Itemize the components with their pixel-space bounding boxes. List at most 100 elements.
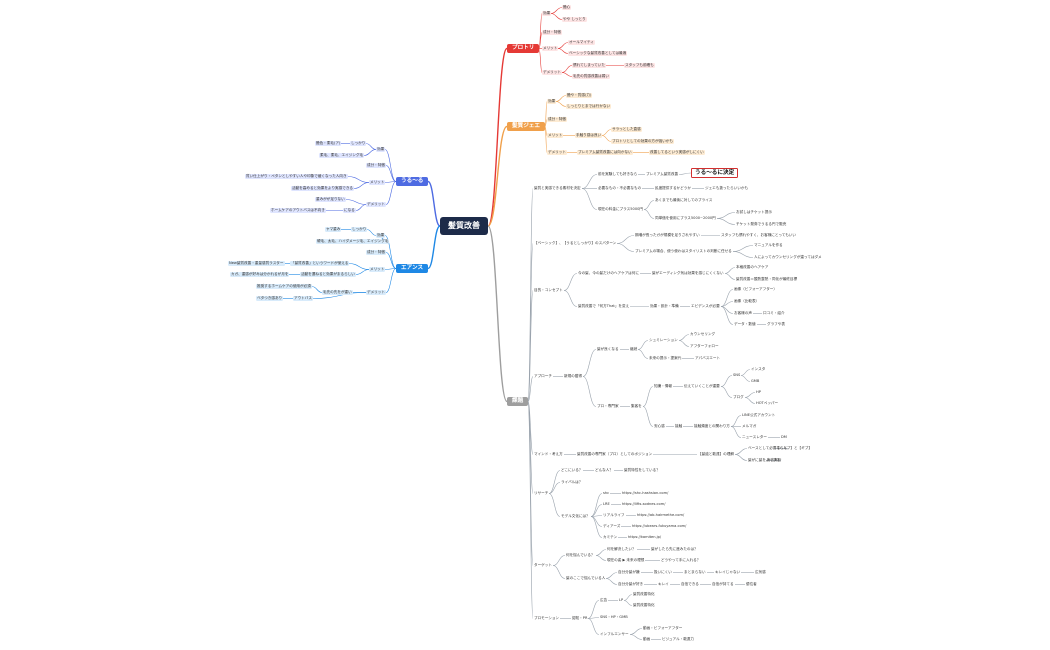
approach-b1a1b2[interactable]: HOTペッパー: [756, 401, 779, 405]
promo-d2a[interactable]: ビジュアル・敢遠力: [662, 637, 694, 641]
need-a1[interactable]: プレミアム髪質改善: [646, 172, 679, 176]
gel-demerit-1[interactable]: プレミアム髪質改善には向かない: [577, 150, 633, 155]
ruru-merit[interactable]: メリット: [369, 180, 386, 185]
gel-merit[interactable]: メリット: [547, 133, 564, 138]
protori-merit[interactable]: メリット: [542, 46, 559, 51]
essence-effect-1[interactable]: ヤマ重み: [325, 227, 342, 232]
promo-b1[interactable]: LP: [619, 598, 624, 602]
concept-b2d[interactable]: データ・数値: [734, 322, 756, 326]
issue-need[interactable]: 髪質と実感できる素材を決定: [534, 186, 581, 190]
ruru-demerit-1[interactable]: 重みがが足りない: [315, 197, 346, 202]
research-c2[interactable]: LRE: [603, 502, 610, 506]
essence-effect-2[interactable]: 硬毛、太毛、ハイダメージ毛、エイジング毛: [316, 239, 390, 244]
concept-a1[interactable]: 髪がエーディング気は効果を感じにくくない: [652, 271, 724, 275]
gel-ingredient[interactable]: 成分・特徴: [547, 117, 567, 122]
need-b1b[interactable]: ジェエも扱ったらいいかも: [705, 186, 749, 190]
promo-d2[interactable]: 動画: [643, 637, 651, 641]
essence-merit-2b[interactable]: 活動を選ねると効果がまるらしい: [300, 272, 356, 277]
approach-b1b1[interactable]: 接触: [675, 424, 683, 428]
branch-issues[interactable]: 課題: [507, 397, 529, 406]
need-c2a[interactable]: お試しはチケット提示: [736, 210, 772, 214]
gel-merit-1[interactable]: 手触り感は良い: [575, 133, 603, 138]
research-a2[interactable]: 髪質特性をしている？: [624, 468, 660, 472]
approach-b1a1[interactable]: 伝えていくことが重要: [684, 384, 720, 388]
essence-demerit-2b[interactable]: アウトバス: [293, 296, 313, 301]
gel-merit-1b[interactable]: プロトリとしての効果の方が強いかも: [611, 139, 674, 144]
target-a[interactable]: 何を悩んでいる？: [566, 553, 595, 557]
ruru-effect-1b[interactable]: しっかり: [350, 141, 367, 146]
need-c1[interactable]: あくまでも最後に対してのプライス: [655, 198, 713, 202]
issue-mind[interactable]: マインド・考え方: [534, 452, 563, 456]
approach-b1b2c1[interactable]: DM: [781, 435, 787, 439]
target-b1c[interactable]: キレイじゃない: [715, 570, 741, 574]
protori-effect[interactable]: 効果: [542, 11, 552, 16]
gel-demerit-1b[interactable]: 改善してるという実感がしにくい: [649, 150, 705, 155]
concept-a1y[interactable]: 髪質改善＝酸熱整熱・同化が最終目標: [736, 277, 798, 281]
approach-b1a1a2[interactable]: GMB: [751, 379, 760, 383]
target-a2a[interactable]: どうやって手に入れる？: [661, 558, 701, 562]
concept-b2[interactable]: エビデンスが必要: [691, 304, 720, 308]
target-a2[interactable]: 現在の姿 ▶ 未来の理想: [607, 558, 645, 562]
research-c1[interactable]: shc: [603, 491, 610, 495]
promo-d[interactable]: インフルエンサー: [600, 632, 629, 636]
ruru-effect[interactable]: 効果: [376, 147, 386, 152]
promo-c[interactable]: SNS・HP・GMB: [600, 615, 628, 619]
promo-b1a[interactable]: 髪質改善特化: [633, 592, 655, 596]
research-b[interactable]: ライバルは？: [561, 480, 583, 484]
concept-b1[interactable]: 効果・設計・準備: [650, 304, 679, 308]
target-b[interactable]: 髪のここで悩んでいる人: [566, 576, 606, 580]
concept-a1x[interactable]: 本格改善のヘアケア: [736, 265, 769, 269]
research-c5u[interactable]: https://kamiten.jp/: [628, 535, 662, 539]
research-c[interactable]: モデル文化には？: [561, 514, 590, 518]
issue-research[interactable]: リサーチ: [534, 491, 549, 495]
target-b2c[interactable]: 自信が持てる: [712, 582, 734, 586]
research-a1[interactable]: どんな人？: [595, 468, 613, 472]
research-c1u[interactable]: https://shc-hashsion.com/: [622, 491, 669, 495]
approach-a1b[interactable]: 未来の提示・提案代: [649, 356, 682, 360]
essence-merit-1[interactable]: New髪質改善・重量感質ラスター: [228, 261, 285, 266]
mind-a1a[interactable]: ベースとして必要なこと: [748, 446, 788, 450]
approach-b1b[interactable]: 安心感: [654, 424, 665, 428]
promo-d1[interactable]: 動画・ビフォーアフター: [643, 626, 683, 630]
mind-a1[interactable]: 【髪遺と敢遠】の理解: [698, 452, 734, 456]
branch-essence[interactable]: エアンス: [396, 264, 429, 273]
mind-a[interactable]: 髪質改善の専門家（プロ）としてのポジション: [577, 452, 653, 456]
essence-effect[interactable]: 効果: [376, 233, 386, 238]
essence-demerit-2[interactable]: ベタつき感あり: [256, 296, 284, 301]
concept-b2d1[interactable]: グラフや表: [767, 322, 785, 326]
essence-demerit[interactable]: デメリット: [366, 290, 386, 295]
target-b2b[interactable]: 自信できる: [681, 582, 699, 586]
approach-b1a1a[interactable]: SNS: [733, 373, 741, 377]
pattern-a1[interactable]: スタッフも慣れやすく、お客様にとってもいい: [721, 233, 796, 237]
target-b1b[interactable]: まとまらない: [684, 570, 706, 574]
research-c4[interactable]: ディアーズ: [603, 524, 621, 528]
ruru-demerit-2[interactable]: ホームケアのアウトバスは不向き: [270, 208, 326, 213]
mind-a1b1[interactable]: 有言実行: [767, 458, 782, 462]
need-c2[interactable]: 同単価を使用にプラス5000~2000円: [655, 216, 716, 220]
target-b2a[interactable]: キレイ: [658, 582, 669, 586]
issue-approach[interactable]: アプローチ: [534, 374, 552, 378]
approach-b1a1a1[interactable]: インスタ: [751, 367, 766, 371]
ruru-ingredient[interactable]: 成分・特徴: [366, 163, 386, 168]
need-c[interactable]: 現在の料金にプラス5000円: [598, 207, 644, 211]
ruru-demerit-2b[interactable]: になる: [343, 208, 356, 213]
approach-a1a1[interactable]: カウンセリング: [690, 332, 716, 336]
ruru-merit-1[interactable]: 質い仕上がり・ペタンとしやすい人や印象で緩くなった人向き: [245, 174, 348, 179]
target-b2[interactable]: 自分分髪が好き: [618, 582, 644, 586]
approach-b1a[interactable]: 知識・情報: [654, 384, 672, 388]
branch-protori[interactable]: プロトリ: [507, 44, 540, 53]
approach-a1b1[interactable]: アパバスエート: [695, 356, 721, 360]
issue-promotion[interactable]: プロモーション: [534, 616, 560, 620]
issue-pattern[interactable]: 【ベーシック】、【うるとしっかり】のスパターン: [534, 241, 617, 245]
protori-demerit-1b[interactable]: スタッフも前確も: [624, 63, 655, 68]
research-c2u[interactable]: https://lifts-sodnes.com/: [622, 502, 666, 506]
concept-b2a[interactable]: 画像（ビフォーアフター）: [734, 287, 777, 291]
essence-effect-1b[interactable]: しっかり: [351, 227, 368, 232]
need-a[interactable]: 前を実験しても好きなら: [598, 172, 638, 176]
decision-box[interactable]: うる～るに決定: [691, 168, 739, 178]
approach-b1a1b[interactable]: ブログ: [733, 395, 744, 399]
approach-a1[interactable]: 継続: [630, 347, 638, 351]
essence-merit-2[interactable]: カガ、重感が好みは分かれるが月を: [230, 272, 290, 277]
ruru-effect-1[interactable]: 艶色・柔毛(ア): [315, 141, 342, 146]
concept-b2c1[interactable]: 口コミ・紹介: [763, 311, 785, 315]
